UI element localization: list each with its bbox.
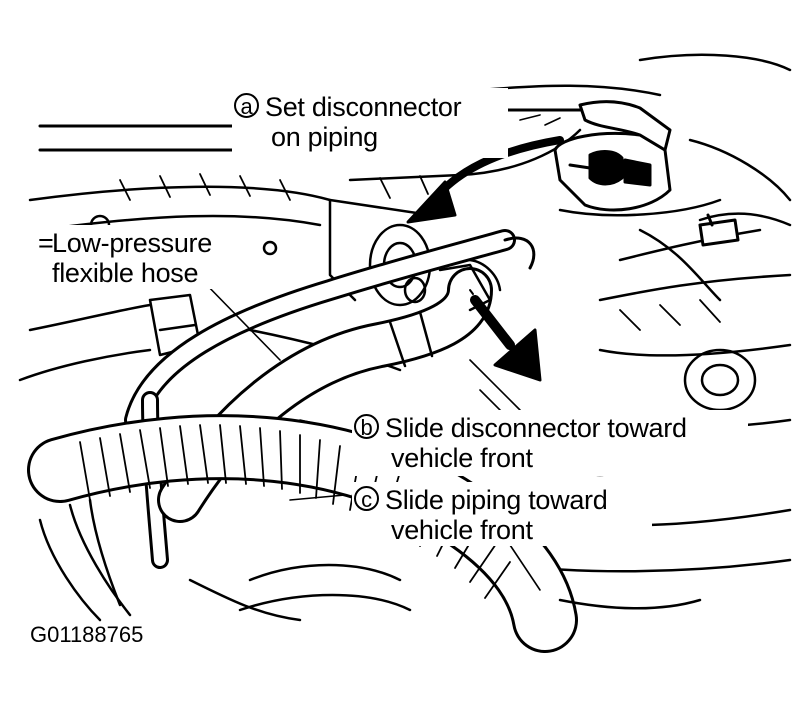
hose-clamp <box>698 213 740 247</box>
panel-hatching <box>119 173 721 331</box>
step-c-line1: Slide piping toward <box>385 485 608 515</box>
step-b-line2: vehicle front <box>391 443 533 473</box>
step-c-badge: c <box>354 486 379 511</box>
arrow-slide-front <box>469 289 542 382</box>
step-a-badge: a <box>234 93 259 118</box>
leader-lines <box>199 114 681 591</box>
step-c-line2: vehicle front <box>391 515 533 545</box>
lower-hoses <box>38 212 792 622</box>
arrow-set-disconnector <box>406 136 564 224</box>
step-b-line1: Slide disconnector toward <box>385 413 687 443</box>
step-a-line1: Set disconnector <box>265 92 462 122</box>
step-b-badge: b <box>354 414 379 439</box>
disconnector-tool <box>553 100 672 212</box>
part-label-line2: flexible hose <box>52 258 199 288</box>
part-label-hose: =Low-pressure flexible hose <box>38 228 212 288</box>
part-label-line1: =Low-pressure <box>38 228 212 258</box>
header-rules <box>38 108 582 152</box>
step-a-line2: on piping <box>271 122 378 152</box>
reference-code: G01188765 <box>30 622 144 647</box>
